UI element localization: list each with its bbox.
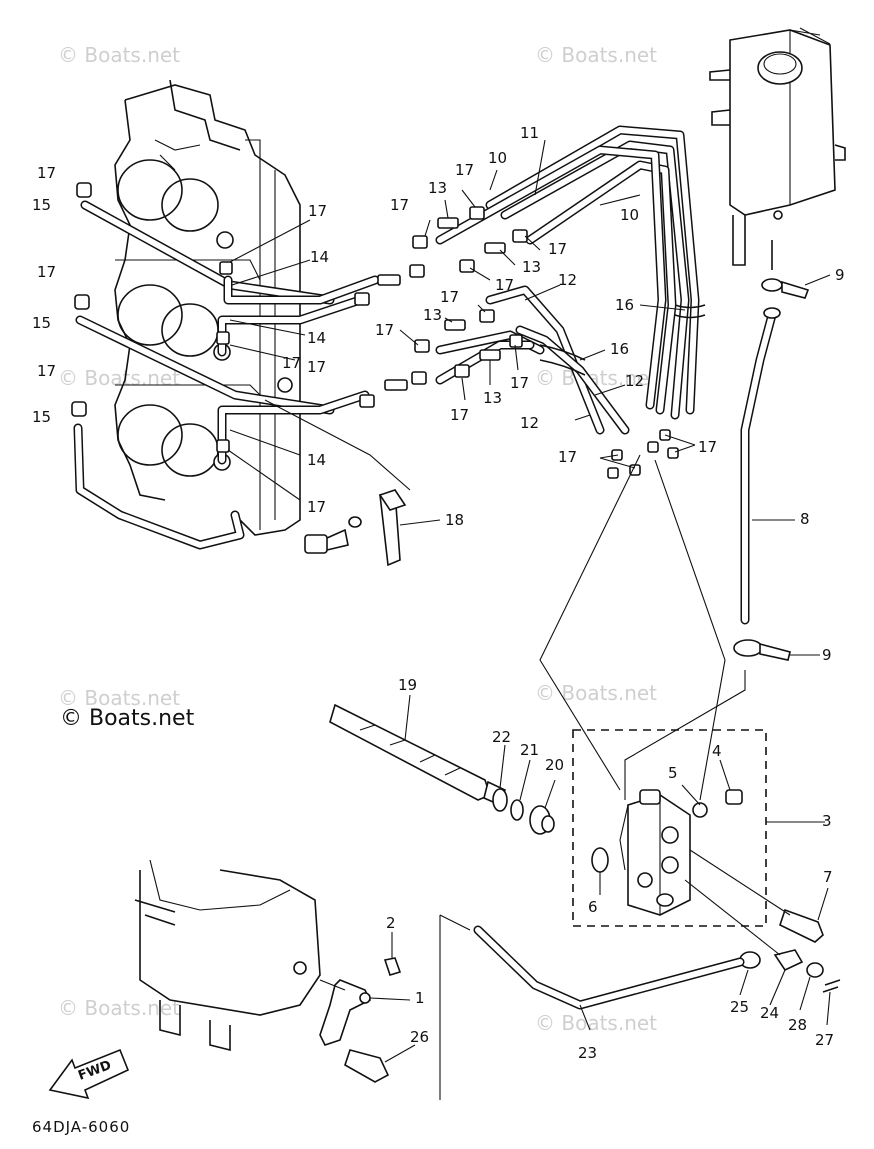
lever-area [134, 859, 402, 1083]
callout-label: 17 [450, 406, 469, 424]
callout-labels: 17 15 17 15 17 15 17 14 14 17 14 17 17 1… [32, 124, 845, 1062]
watermark-layer: © Boats.net © Boats.net © Boats.net © Bo… [58, 43, 657, 1035]
callout-label: 17 [307, 498, 326, 516]
watermark: © Boats.net [58, 43, 180, 67]
callout-label: 11 [520, 124, 539, 142]
callout-label: 14 [307, 451, 326, 469]
fwd-arrow-icon: FWD [48, 1048, 130, 1100]
oil-pump-assembly-3 [572, 729, 767, 927]
pump-fittings [684, 849, 841, 993]
leader-lines [227, 139, 831, 1063]
callout-label: 13 [483, 389, 502, 407]
callout-label: 9 [835, 266, 845, 284]
callout-label: 12 [625, 372, 644, 390]
callout-label: 5 [668, 764, 678, 782]
callout-label: 24 [760, 1004, 779, 1022]
callout-label: 17 [37, 263, 56, 281]
watermark: © Boats.net [58, 996, 180, 1020]
callout-label: 4 [712, 742, 722, 760]
callout-label: 17 [455, 161, 474, 179]
callout-label: 27 [815, 1031, 834, 1049]
pump-shaft-19 [329, 703, 506, 807]
callout-label: 17 [37, 362, 56, 380]
callout-label: 23 [578, 1044, 597, 1062]
callout-label: 17 [282, 354, 301, 372]
callout-label: 17 [698, 438, 717, 456]
callout-label: 16 [615, 296, 634, 314]
callout-label: 17 [510, 374, 529, 392]
callout-label: 13 [428, 179, 447, 197]
callout-label: 8 [800, 510, 810, 528]
copyright-label: © Boats.net [60, 706, 195, 731]
callout-label: 3 [822, 812, 832, 830]
seals [492, 788, 609, 873]
callout-label: 1 [415, 989, 425, 1007]
callout-label: 16 [610, 340, 629, 358]
callout-label: 17 [495, 276, 514, 294]
callout-label: 12 [520, 414, 539, 432]
callout-label: 17 [37, 164, 56, 182]
engine-block-drawing [114, 79, 301, 536]
callout-label: 26 [410, 1028, 429, 1046]
callout-label: 17 [308, 202, 327, 220]
callout-label: 2 [386, 914, 396, 932]
callout-label: 28 [788, 1016, 807, 1034]
callout-label: 7 [823, 868, 833, 886]
fittings [71, 182, 706, 479]
callout-label: 17 [375, 321, 394, 339]
callout-label: 6 [588, 898, 598, 916]
watermark: © Boats.net [535, 1011, 657, 1035]
callout-label: 17 [307, 358, 326, 376]
tank-hose [733, 240, 810, 661]
callout-label: 15 [32, 314, 51, 332]
callout-label: 21 [520, 741, 539, 759]
diagram-code: 64DJA-6060 [32, 1118, 130, 1136]
callout-label: 19 [398, 676, 417, 694]
callout-label: 13 [522, 258, 541, 276]
callout-label: 18 [445, 511, 464, 529]
callout-label: 17 [558, 448, 577, 466]
callout-label: 15 [32, 196, 51, 214]
callout-label: 12 [558, 271, 577, 289]
callout-label: 13 [423, 306, 442, 324]
callout-label: 15 [32, 408, 51, 426]
callout-label: 14 [310, 248, 329, 266]
callout-label: 10 [620, 206, 639, 224]
callout-label: 9 [822, 646, 832, 664]
callout-label: 25 [730, 998, 749, 1016]
callout-label: 20 [545, 756, 564, 774]
watermark: © Boats.net [535, 681, 657, 705]
callout-label: 14 [307, 329, 326, 347]
callout-label: 17 [548, 240, 567, 258]
watermark: © Boats.net [58, 686, 180, 710]
watermark: © Boats.net [535, 43, 657, 67]
watermark: © Boats.net [58, 366, 180, 390]
oil-tank-drawing [709, 27, 846, 266]
callout-label: 10 [488, 149, 507, 167]
callout-label: 17 [440, 288, 459, 306]
callout-label: 22 [492, 728, 511, 746]
callout-label: 17 [390, 196, 409, 214]
bracket-18 [264, 399, 411, 567]
control-rod-23 [439, 914, 745, 1100]
